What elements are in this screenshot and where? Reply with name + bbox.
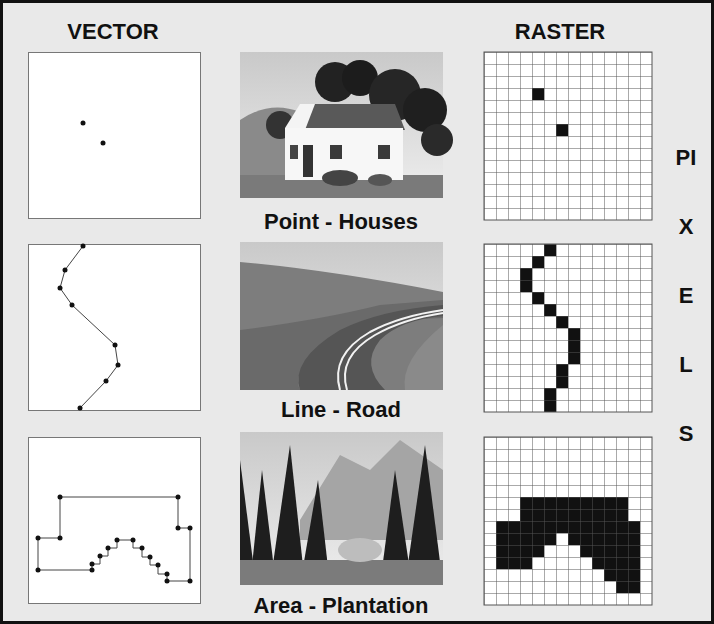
vector-panel <box>29 438 201 604</box>
house-photo <box>240 52 453 198</box>
photo-caption: Line - Road <box>281 397 401 423</box>
photo-caption: Point - Houses <box>264 209 418 235</box>
plantation-photo <box>240 432 443 585</box>
vector-panel <box>29 53 201 219</box>
column-heading: RASTER <box>515 19 605 45</box>
column-heading: VECTOR <box>67 19 158 45</box>
photo-caption: Area - Plantation <box>254 593 429 619</box>
raster-grid <box>484 52 652 220</box>
raster-grid <box>484 437 652 605</box>
road-photo <box>240 242 443 390</box>
vertical-label: PIXELS <box>675 123 697 468</box>
raster-grid <box>484 244 652 412</box>
vector-panel <box>29 244 201 411</box>
